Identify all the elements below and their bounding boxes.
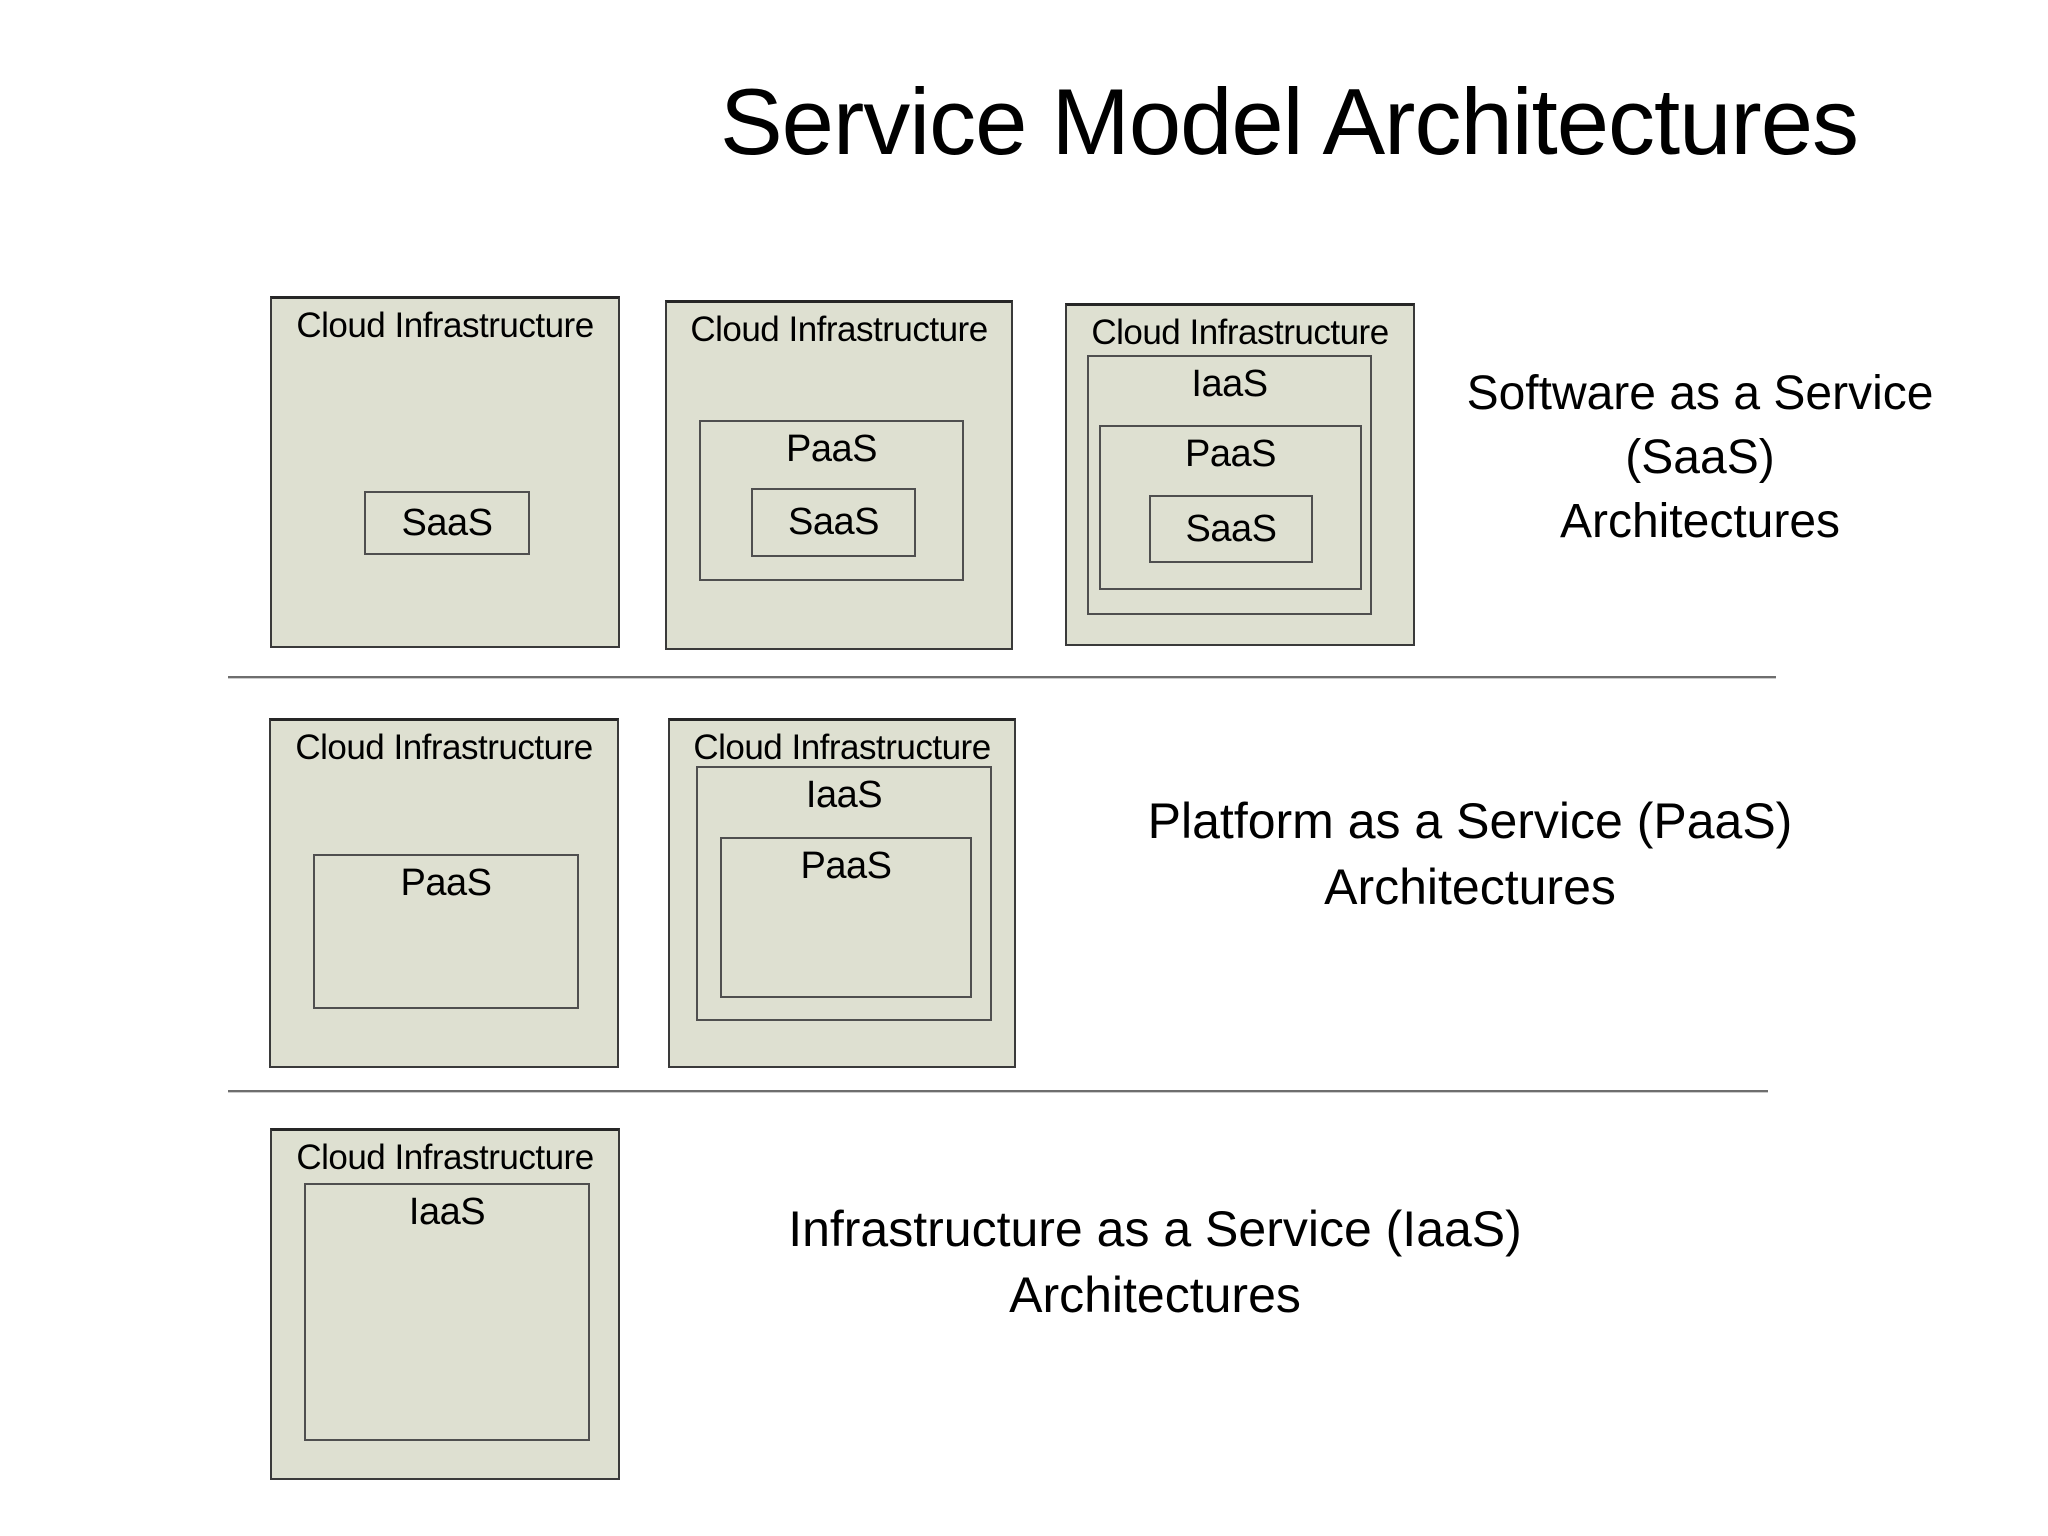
caption-line: (SaaS) [1625,431,1775,484]
paas-architectures-caption: Platform as a Service (PaaS) Architectur… [1085,788,1855,920]
cloud-infrastructure-label: Cloud Infrastructure [296,1138,594,1177]
saas-label: SaaS [1185,507,1277,550]
cloud-infrastructure-label: Cloud Infrastructure [296,306,594,345]
row-divider-2 [228,1090,1768,1093]
paas-layer-box: PaaS SaaS [699,420,964,581]
caption-line: Platform as a Service (PaaS) [1147,793,1793,849]
paas-arch-diagram-1: Cloud Infrastructure PaaS [269,718,619,1068]
iaas-label: IaaS [1191,363,1268,405]
paas-label: PaaS [800,845,892,887]
paas-layer-box: PaaS [313,854,579,1009]
paas-label: PaaS [1185,433,1276,475]
row-divider-1 [228,676,1776,679]
paas-label: PaaS [786,428,877,470]
paas-layer-box: PaaS [720,837,972,998]
iaas-layer-box: IaaS PaaS SaaS [1087,355,1372,615]
saas-arch-diagram-1: Cloud Infrastructure SaaS [270,296,620,648]
cloud-infrastructure-label: Cloud Infrastructure [690,310,988,349]
cloud-infrastructure-label: Cloud Infrastructure [1091,313,1389,352]
iaas-label: IaaS [408,1191,486,1233]
caption-line: Architectures [1009,1267,1301,1323]
paas-layer-box: PaaS SaaS [1099,425,1362,590]
saas-label: SaaS [401,501,493,544]
saas-layer-box: SaaS [751,488,916,557]
paas-label: PaaS [400,862,492,904]
saas-layer-box: SaaS [364,491,530,555]
saas-arch-diagram-3: Cloud Infrastructure IaaS PaaS SaaS [1065,303,1415,646]
cloud-infrastructure-label: Cloud Infrastructure [693,728,991,767]
caption-line: Infrastructure as a Service (IaaS) [788,1201,1522,1257]
iaas-label: IaaS [805,774,883,816]
saas-architectures-caption: Software as a Service (SaaS) Architectur… [1395,362,2005,554]
saas-arch-diagram-2: Cloud Infrastructure PaaS SaaS [665,300,1013,650]
iaas-arch-diagram-1: Cloud Infrastructure IaaS [270,1128,620,1480]
cloud-infrastructure-label: Cloud Infrastructure [295,728,593,767]
caption-line: Software as a Service [1466,367,1934,420]
iaas-architectures-caption: Infrastructure as a Service (IaaS) Archi… [715,1196,1595,1328]
saas-layer-box: SaaS [1149,495,1313,563]
caption-line: Architectures [1559,495,1841,548]
iaas-layer-box: IaaS PaaS [696,766,992,1021]
saas-label: SaaS [788,501,879,543]
slide-title: Service Model Architectures [719,69,1859,174]
paas-arch-diagram-2: Cloud Infrastructure IaaS PaaS [668,718,1016,1068]
caption-line: Architectures [1324,859,1616,915]
iaas-layer-box: IaaS [304,1183,590,1441]
